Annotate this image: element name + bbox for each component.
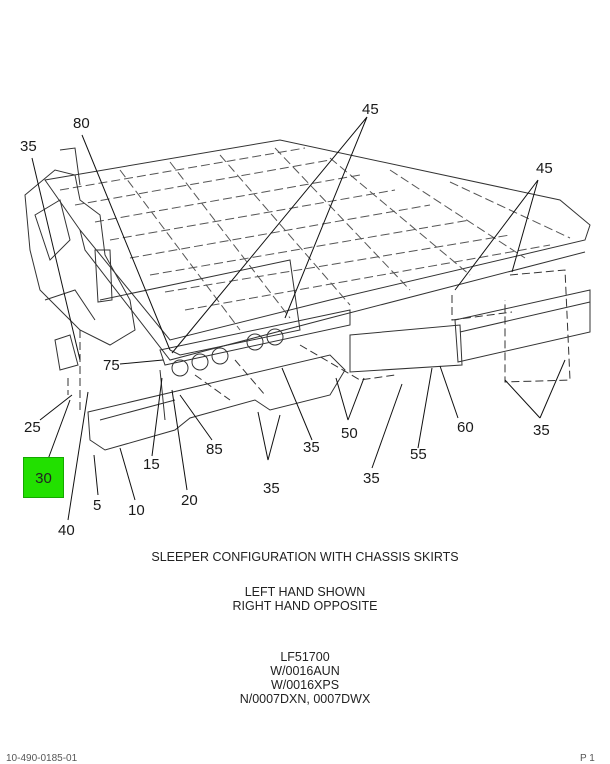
callout-30-highlight: 30 bbox=[23, 457, 64, 498]
footer-doc-id: 10-490-0185-01 bbox=[6, 753, 78, 764]
callout-45-right: 45 bbox=[536, 160, 553, 177]
callout-30: 30 bbox=[35, 470, 52, 487]
callout-20: 20 bbox=[181, 492, 198, 509]
part-code-4: N/0007DXN, 0007DWX bbox=[239, 692, 371, 706]
callout-75: 75 bbox=[103, 357, 120, 374]
callout-60: 60 bbox=[457, 419, 474, 436]
callout-25: 25 bbox=[24, 419, 41, 436]
frame-rail bbox=[99, 259, 301, 356]
callout-35-right: 35 bbox=[533, 422, 550, 439]
callout-85: 85 bbox=[206, 441, 223, 458]
callout-40: 40 bbox=[58, 522, 75, 539]
part-code-3: W/0016XPS bbox=[270, 678, 340, 692]
callout-15: 15 bbox=[143, 456, 160, 473]
callout-10: 10 bbox=[128, 502, 145, 519]
callout-80: 80 bbox=[73, 115, 90, 132]
callout-45-top: 45 bbox=[362, 101, 379, 118]
part-code-1: LF51700 bbox=[280, 650, 330, 664]
caption-right-hand: RIGHT HAND OPPOSITE bbox=[232, 599, 378, 613]
callout-55: 55 bbox=[410, 446, 427, 463]
callout-35-mid: 35 bbox=[303, 439, 320, 456]
diagram-title: SLEEPER CONFIGURATION WITH CHASSIS SKIRT… bbox=[151, 550, 459, 564]
callout-5: 5 bbox=[93, 497, 102, 514]
callout-50: 50 bbox=[341, 425, 358, 442]
callout-35-bottom: 35 bbox=[263, 480, 280, 497]
frame-bracket bbox=[24, 169, 136, 346]
skirt-front bbox=[87, 354, 346, 451]
footer-page: P 1 bbox=[580, 753, 595, 764]
skirt-mid bbox=[349, 324, 463, 373]
part-code-2: W/0016AUN bbox=[270, 664, 340, 678]
floor-grating bbox=[44, 139, 591, 341]
callout-35-left: 35 bbox=[20, 138, 37, 155]
skirt-rear bbox=[454, 289, 591, 363]
caption-left-hand: LEFT HAND SHOWN bbox=[244, 585, 366, 599]
callout-35-lower: 35 bbox=[363, 470, 380, 487]
